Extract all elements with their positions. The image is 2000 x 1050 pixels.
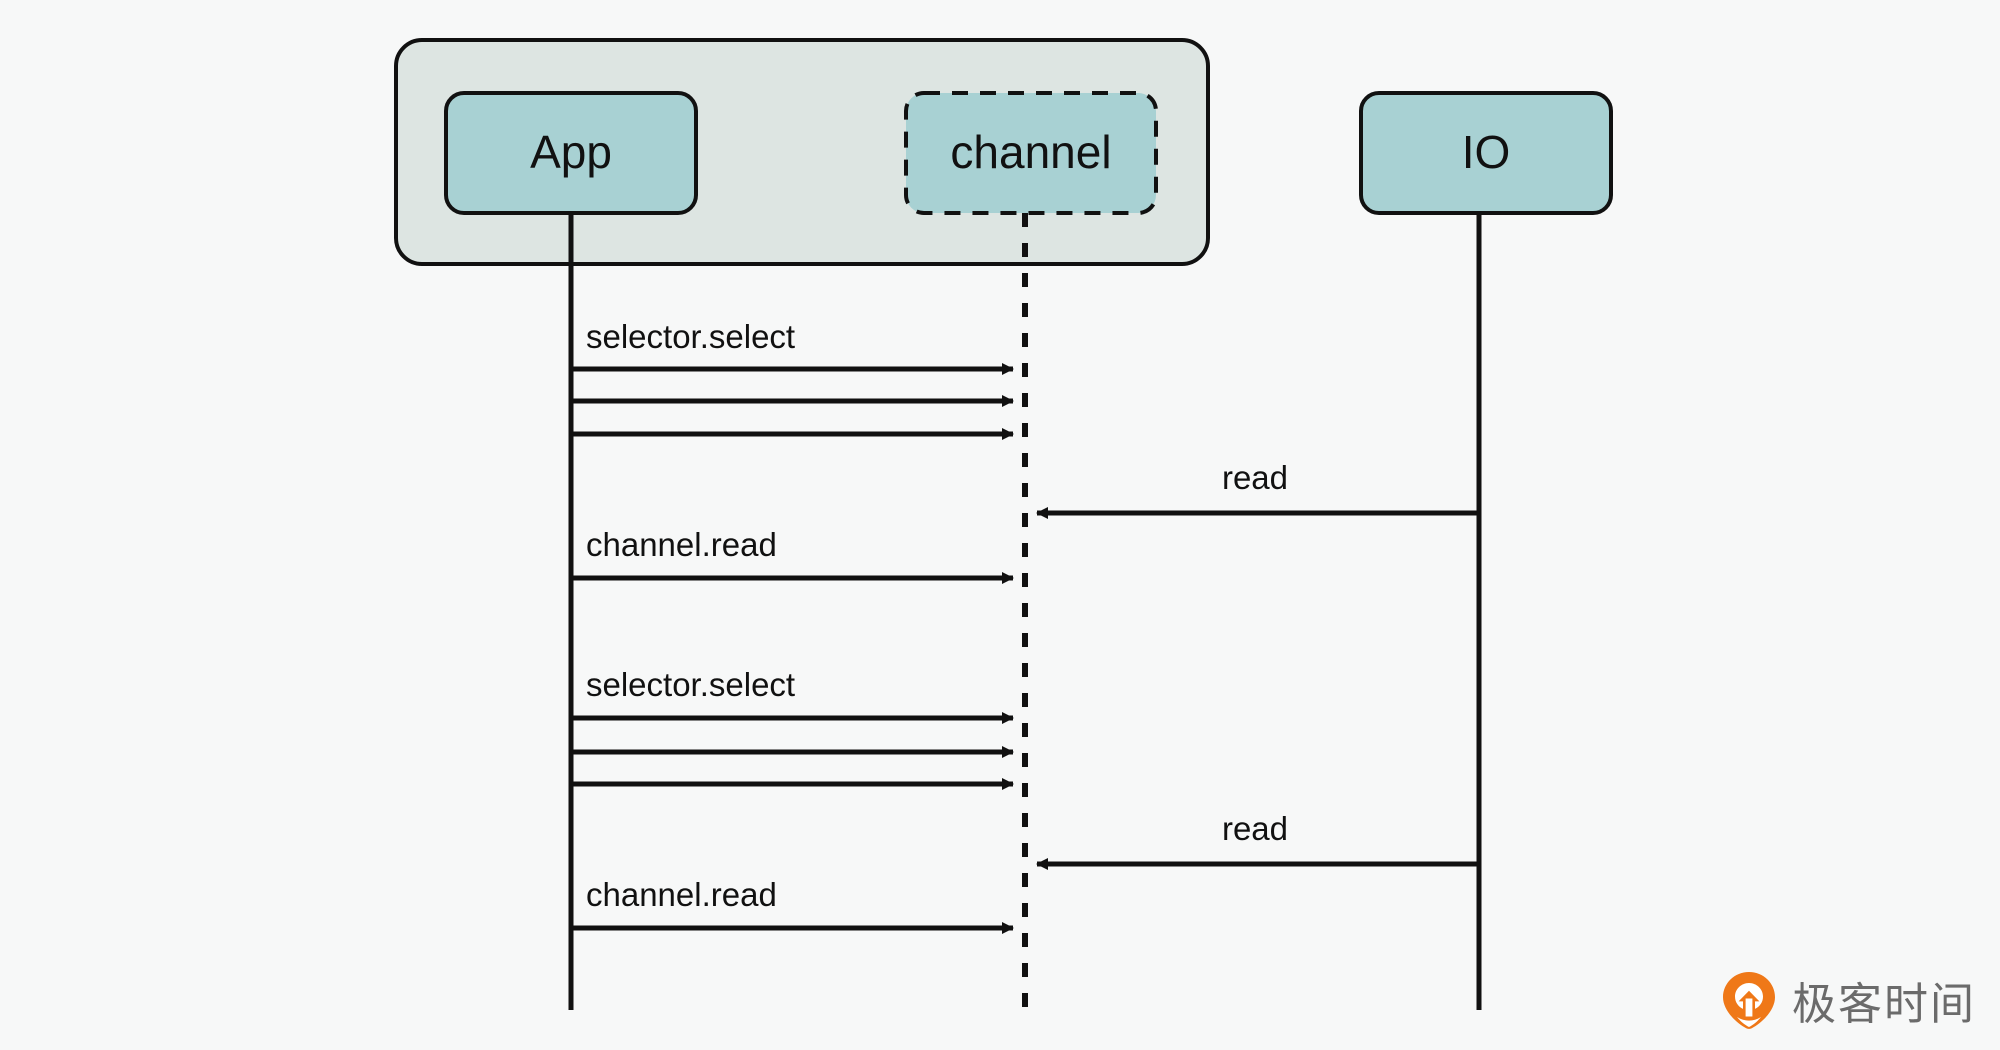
message-read-2[interactable]: read xyxy=(1036,810,1479,870)
message-channel-read-1[interactable]: channel.read xyxy=(571,526,1014,584)
participant-io[interactable]: IO xyxy=(1359,91,1613,215)
participant-app[interactable]: App xyxy=(444,91,698,215)
message-read-1[interactable]: read xyxy=(1036,459,1479,519)
message-channel-read-2[interactable]: channel.read xyxy=(571,876,1014,934)
participant-io-label: IO xyxy=(1462,126,1511,178)
participant-channel[interactable]: channel xyxy=(904,91,1158,215)
message-selector-select-2[interactable]: selector.select xyxy=(571,666,1014,724)
participant-channel-label: channel xyxy=(950,126,1111,178)
message-label: read xyxy=(1222,459,1288,496)
participant-channel-box xyxy=(904,91,1158,215)
message-label: read xyxy=(1222,810,1288,847)
participant-app-label: App xyxy=(530,126,612,178)
message-selector-select-1[interactable]: selector.select xyxy=(571,318,1014,375)
message-label: channel.read xyxy=(586,526,777,563)
message-label: selector.select xyxy=(586,666,795,703)
message-label: channel.read xyxy=(586,876,777,913)
message-label: selector.select xyxy=(586,318,795,355)
participant-io-box xyxy=(1359,91,1613,215)
watermark-text: 极客时间 xyxy=(1792,980,1976,1029)
watermark: 极客时间 xyxy=(1718,968,1976,1032)
geektime-pin-logo-icon xyxy=(1723,972,1775,1029)
participant-app-box xyxy=(444,91,698,215)
